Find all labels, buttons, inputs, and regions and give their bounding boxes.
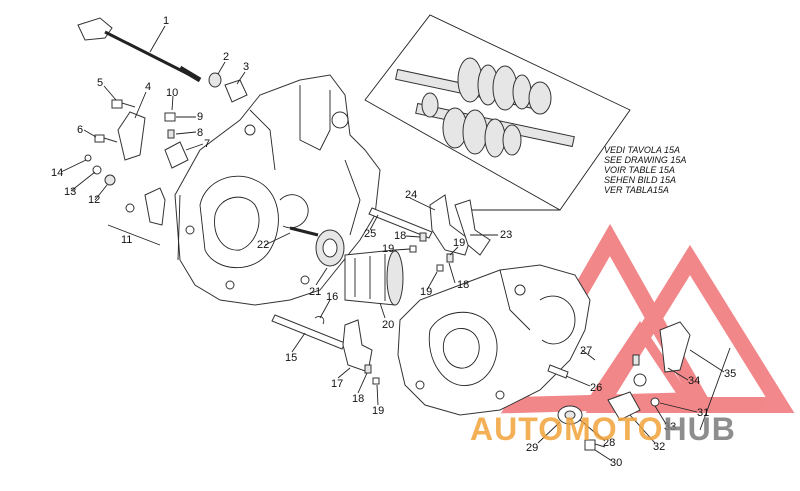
callout-numbers: 1 2 3 4 5 6 7 8 9 10 11 12 13 14 15 16 1… [51, 15, 736, 469]
callout-21: 21 [309, 286, 321, 298]
switch-part [607, 391, 641, 421]
callout-10: 10 [166, 87, 178, 99]
washer-part [650, 397, 660, 407]
callout-25: 25 [364, 228, 376, 240]
callout-26: 26 [590, 382, 602, 394]
callout-5: 5 [97, 77, 103, 89]
callout-35: 35 [724, 368, 736, 380]
clip-part [409, 245, 417, 253]
callout-12: 12 [88, 194, 100, 206]
callout-2: 2 [223, 51, 229, 63]
watermark-text: AUTOMOTOHUB [470, 411, 736, 447]
callout-17: 17 [331, 378, 343, 390]
callout-23: 23 [500, 229, 512, 241]
pin-part [632, 354, 640, 366]
reference-note-line: VOIR TABLE 15A [604, 165, 675, 175]
callout-13: 13 [64, 186, 76, 198]
selector-lever [659, 321, 691, 373]
reference-note-line: SEE DRAWING 15A [604, 155, 686, 165]
callout-32: 32 [653, 441, 665, 453]
watermark-part-hub: HUB [663, 411, 735, 447]
pin-part [446, 253, 454, 263]
right-crankcase [397, 264, 591, 416]
watermark-part-moto: MOTO [564, 411, 663, 447]
fork-shaft-lower [271, 314, 346, 350]
lever-part [164, 141, 189, 169]
callout-1: 1 [163, 15, 169, 27]
callout-30: 30 [610, 457, 622, 469]
callout-29: 29 [526, 442, 538, 454]
reference-note-line: SEHEN BILD 15A [604, 175, 676, 185]
drum-pin [289, 226, 319, 237]
clip-part [436, 264, 444, 272]
block-part [164, 112, 176, 122]
callout-18: 18 [394, 230, 406, 242]
callout-19: 19 [382, 243, 394, 255]
nut-part [84, 154, 92, 162]
callout-18: 18 [457, 279, 469, 291]
pin-part [167, 129, 175, 139]
circlip-part [314, 315, 325, 325]
shift-fork-lower [342, 319, 373, 373]
gear-shafts-illustration [395, 57, 575, 158]
leader-lines [60, 25, 725, 462]
bolt-part [94, 134, 118, 143]
callout-33: 33 [664, 421, 676, 433]
reference-note-line: VER TABLA15A [604, 185, 669, 195]
bushing-part [224, 79, 248, 103]
callout-11: 11 [121, 234, 132, 246]
callout-14: 14 [51, 167, 63, 179]
reference-note-line: VEDI TAVOLA 15A [604, 145, 680, 155]
shift-drum [315, 229, 404, 306]
reference-note: VEDI TAVOLA 15A SEE DRAWING 15A VOIR TAB… [604, 145, 686, 195]
callout-7: 7 [204, 138, 210, 150]
pin-part [419, 232, 427, 242]
callout-31: 31 [697, 407, 709, 419]
shift-fork-upper [429, 194, 471, 256]
roller-part [633, 373, 647, 387]
shift-fork-upper-b [454, 199, 491, 256]
plate-part [117, 111, 146, 161]
callout-19: 19 [453, 237, 465, 249]
callout-27: 27 [580, 345, 592, 357]
gearbox-inset [364, 14, 631, 211]
callout-8: 8 [197, 127, 203, 139]
clip-part [372, 377, 380, 385]
fork-shaft-upper [368, 207, 433, 239]
spring-part [104, 174, 116, 186]
callout-20: 20 [382, 319, 394, 331]
callout-34: 34 [688, 375, 700, 387]
callout-18: 18 [352, 393, 364, 405]
callout-19: 19 [372, 405, 384, 417]
callout-15: 15 [285, 352, 297, 364]
spring-part [208, 72, 222, 88]
sensor-core [564, 410, 576, 420]
callout-24: 24 [405, 189, 417, 201]
callout-6: 6 [77, 124, 83, 136]
watermark-part-auto: AUTO [470, 411, 564, 447]
callout-28: 28 [603, 437, 615, 449]
bolt-part [111, 99, 136, 109]
callout-9: 9 [197, 111, 203, 123]
roller-part [125, 203, 135, 213]
callout-16: 16 [326, 291, 338, 303]
pin-part [547, 364, 569, 379]
callout-4: 4 [145, 81, 151, 93]
callout-3: 3 [243, 61, 249, 73]
callout-22: 22 [257, 239, 269, 251]
callout-19: 19 [420, 286, 432, 298]
selector-arm [144, 187, 166, 226]
pin-part [364, 364, 372, 374]
shift-shaft [77, 17, 202, 83]
